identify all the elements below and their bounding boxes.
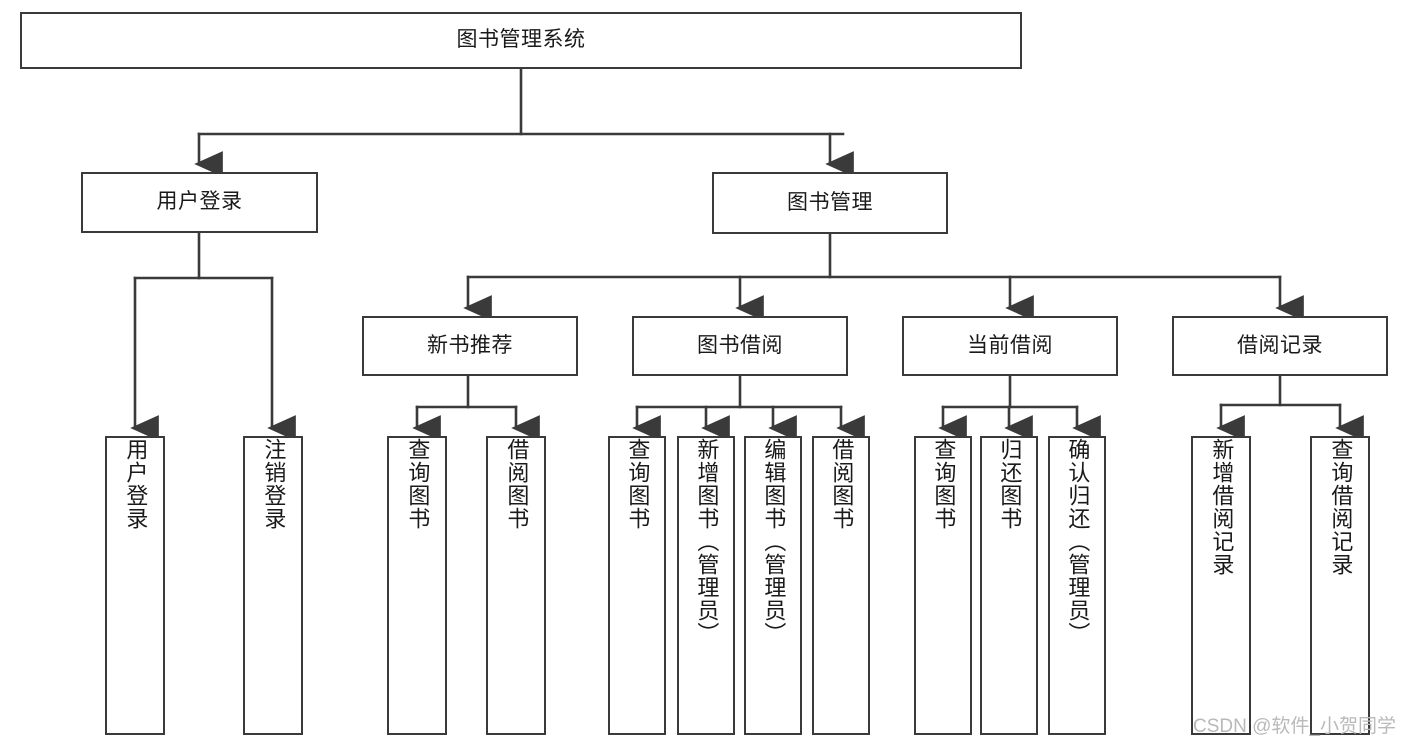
node-book-borrow[interactable]: 图书借阅 bbox=[632, 316, 848, 376]
leaf-query-books-3-label: 查询图书 bbox=[931, 438, 957, 530]
node-borrow-records[interactable]: 借阅记录 bbox=[1172, 316, 1388, 376]
leaf-borrow-books-1-label: 借阅图书 bbox=[504, 438, 530, 530]
node-current-borrow[interactable]: 当前借阅 bbox=[902, 316, 1118, 376]
leaf-borrow-books-2-label: 借阅图书 bbox=[829, 438, 855, 530]
leaf-query-books-2[interactable]: 查询图书 bbox=[608, 436, 666, 735]
node-book-borrow-label: 图书借阅 bbox=[697, 333, 783, 357]
leaf-logout-label: 注销登录 bbox=[261, 438, 287, 530]
leaf-borrow-books-1-wrap: 借阅图书 bbox=[488, 438, 544, 733]
leaf-add-borrow-record-label: 新增借阅记录 bbox=[1209, 438, 1235, 576]
leaf-edit-book-admin-wrap: 编辑图书（管理员） bbox=[746, 438, 800, 733]
leaf-query-books-1[interactable]: 查询图书 bbox=[387, 436, 447, 735]
leaf-confirm-return-admin-label: 确认归还（管理员） bbox=[1065, 438, 1091, 645]
leaf-borrow-books-1[interactable]: 借阅图书 bbox=[486, 436, 546, 735]
leaf-logout[interactable]: 注销登录 bbox=[243, 436, 303, 735]
leaf-confirm-return-admin[interactable]: 确认归还（管理员） bbox=[1048, 436, 1106, 735]
leaf-return-books-label: 归还图书 bbox=[997, 438, 1023, 530]
leaf-query-books-2-label: 查询图书 bbox=[625, 438, 651, 530]
leaf-add-book-admin-wrap: 新增图书（管理员） bbox=[679, 438, 733, 733]
root-label: 图书管理系统 bbox=[456, 28, 586, 52]
csdn-watermark: CSDN @软件_小贺同学 bbox=[1193, 716, 1396, 737]
leaf-edit-book-admin[interactable]: 编辑图书（管理员） bbox=[744, 436, 802, 735]
leaf-query-borrow-record-label: 查询借阅记录 bbox=[1328, 438, 1354, 576]
leaf-add-borrow-record-wrap: 新增借阅记录 bbox=[1193, 438, 1249, 733]
node-borrow-records-label: 借阅记录 bbox=[1237, 333, 1323, 357]
leaf-query-books-1-wrap: 查询图书 bbox=[389, 438, 445, 733]
leaf-logout-wrap: 注销登录 bbox=[245, 438, 301, 733]
leaf-query-books-3-wrap: 查询图书 bbox=[916, 438, 970, 733]
leaf-add-book-admin-label: 新增图书（管理员） bbox=[694, 438, 720, 645]
node-current-borrow-label: 当前借阅 bbox=[967, 333, 1053, 357]
node-new-book-recommend-label: 新书推荐 bbox=[427, 333, 513, 357]
leaf-borrow-books-2[interactable]: 借阅图书 bbox=[812, 436, 870, 735]
node-book-management[interactable]: 图书管理 bbox=[712, 172, 948, 234]
node-user-login[interactable]: 用户登录 bbox=[81, 172, 318, 233]
leaf-query-books-2-wrap: 查询图书 bbox=[610, 438, 664, 733]
leaf-query-books-1-label: 查询图书 bbox=[405, 438, 431, 530]
leaf-query-borrow-record[interactable]: 查询借阅记录 bbox=[1310, 436, 1370, 735]
leaf-confirm-return-admin-wrap: 确认归还（管理员） bbox=[1050, 438, 1104, 733]
leaf-user-login[interactable]: 用户登录 bbox=[105, 436, 165, 735]
leaf-user-login-wrap: 用户登录 bbox=[107, 438, 163, 733]
leaf-user-login-label: 用户登录 bbox=[123, 438, 149, 530]
leaf-borrow-books-2-wrap: 借阅图书 bbox=[814, 438, 868, 733]
leaf-edit-book-admin-label: 编辑图书（管理员） bbox=[761, 438, 787, 645]
root-book-management-system[interactable]: 图书管理系统 bbox=[20, 12, 1022, 69]
leaf-query-borrow-record-wrap: 查询借阅记录 bbox=[1312, 438, 1368, 733]
leaf-add-borrow-record[interactable]: 新增借阅记录 bbox=[1191, 436, 1251, 735]
leaf-return-books[interactable]: 归还图书 bbox=[980, 436, 1038, 735]
node-user-login-label: 用户登录 bbox=[156, 190, 243, 214]
leaf-query-books-3[interactable]: 查询图书 bbox=[914, 436, 972, 735]
node-new-book-recommend[interactable]: 新书推荐 bbox=[362, 316, 578, 376]
leaf-return-books-wrap: 归还图书 bbox=[982, 438, 1036, 733]
node-book-management-label: 图书管理 bbox=[787, 190, 873, 214]
leaf-add-book-admin[interactable]: 新增图书（管理员） bbox=[677, 436, 735, 735]
